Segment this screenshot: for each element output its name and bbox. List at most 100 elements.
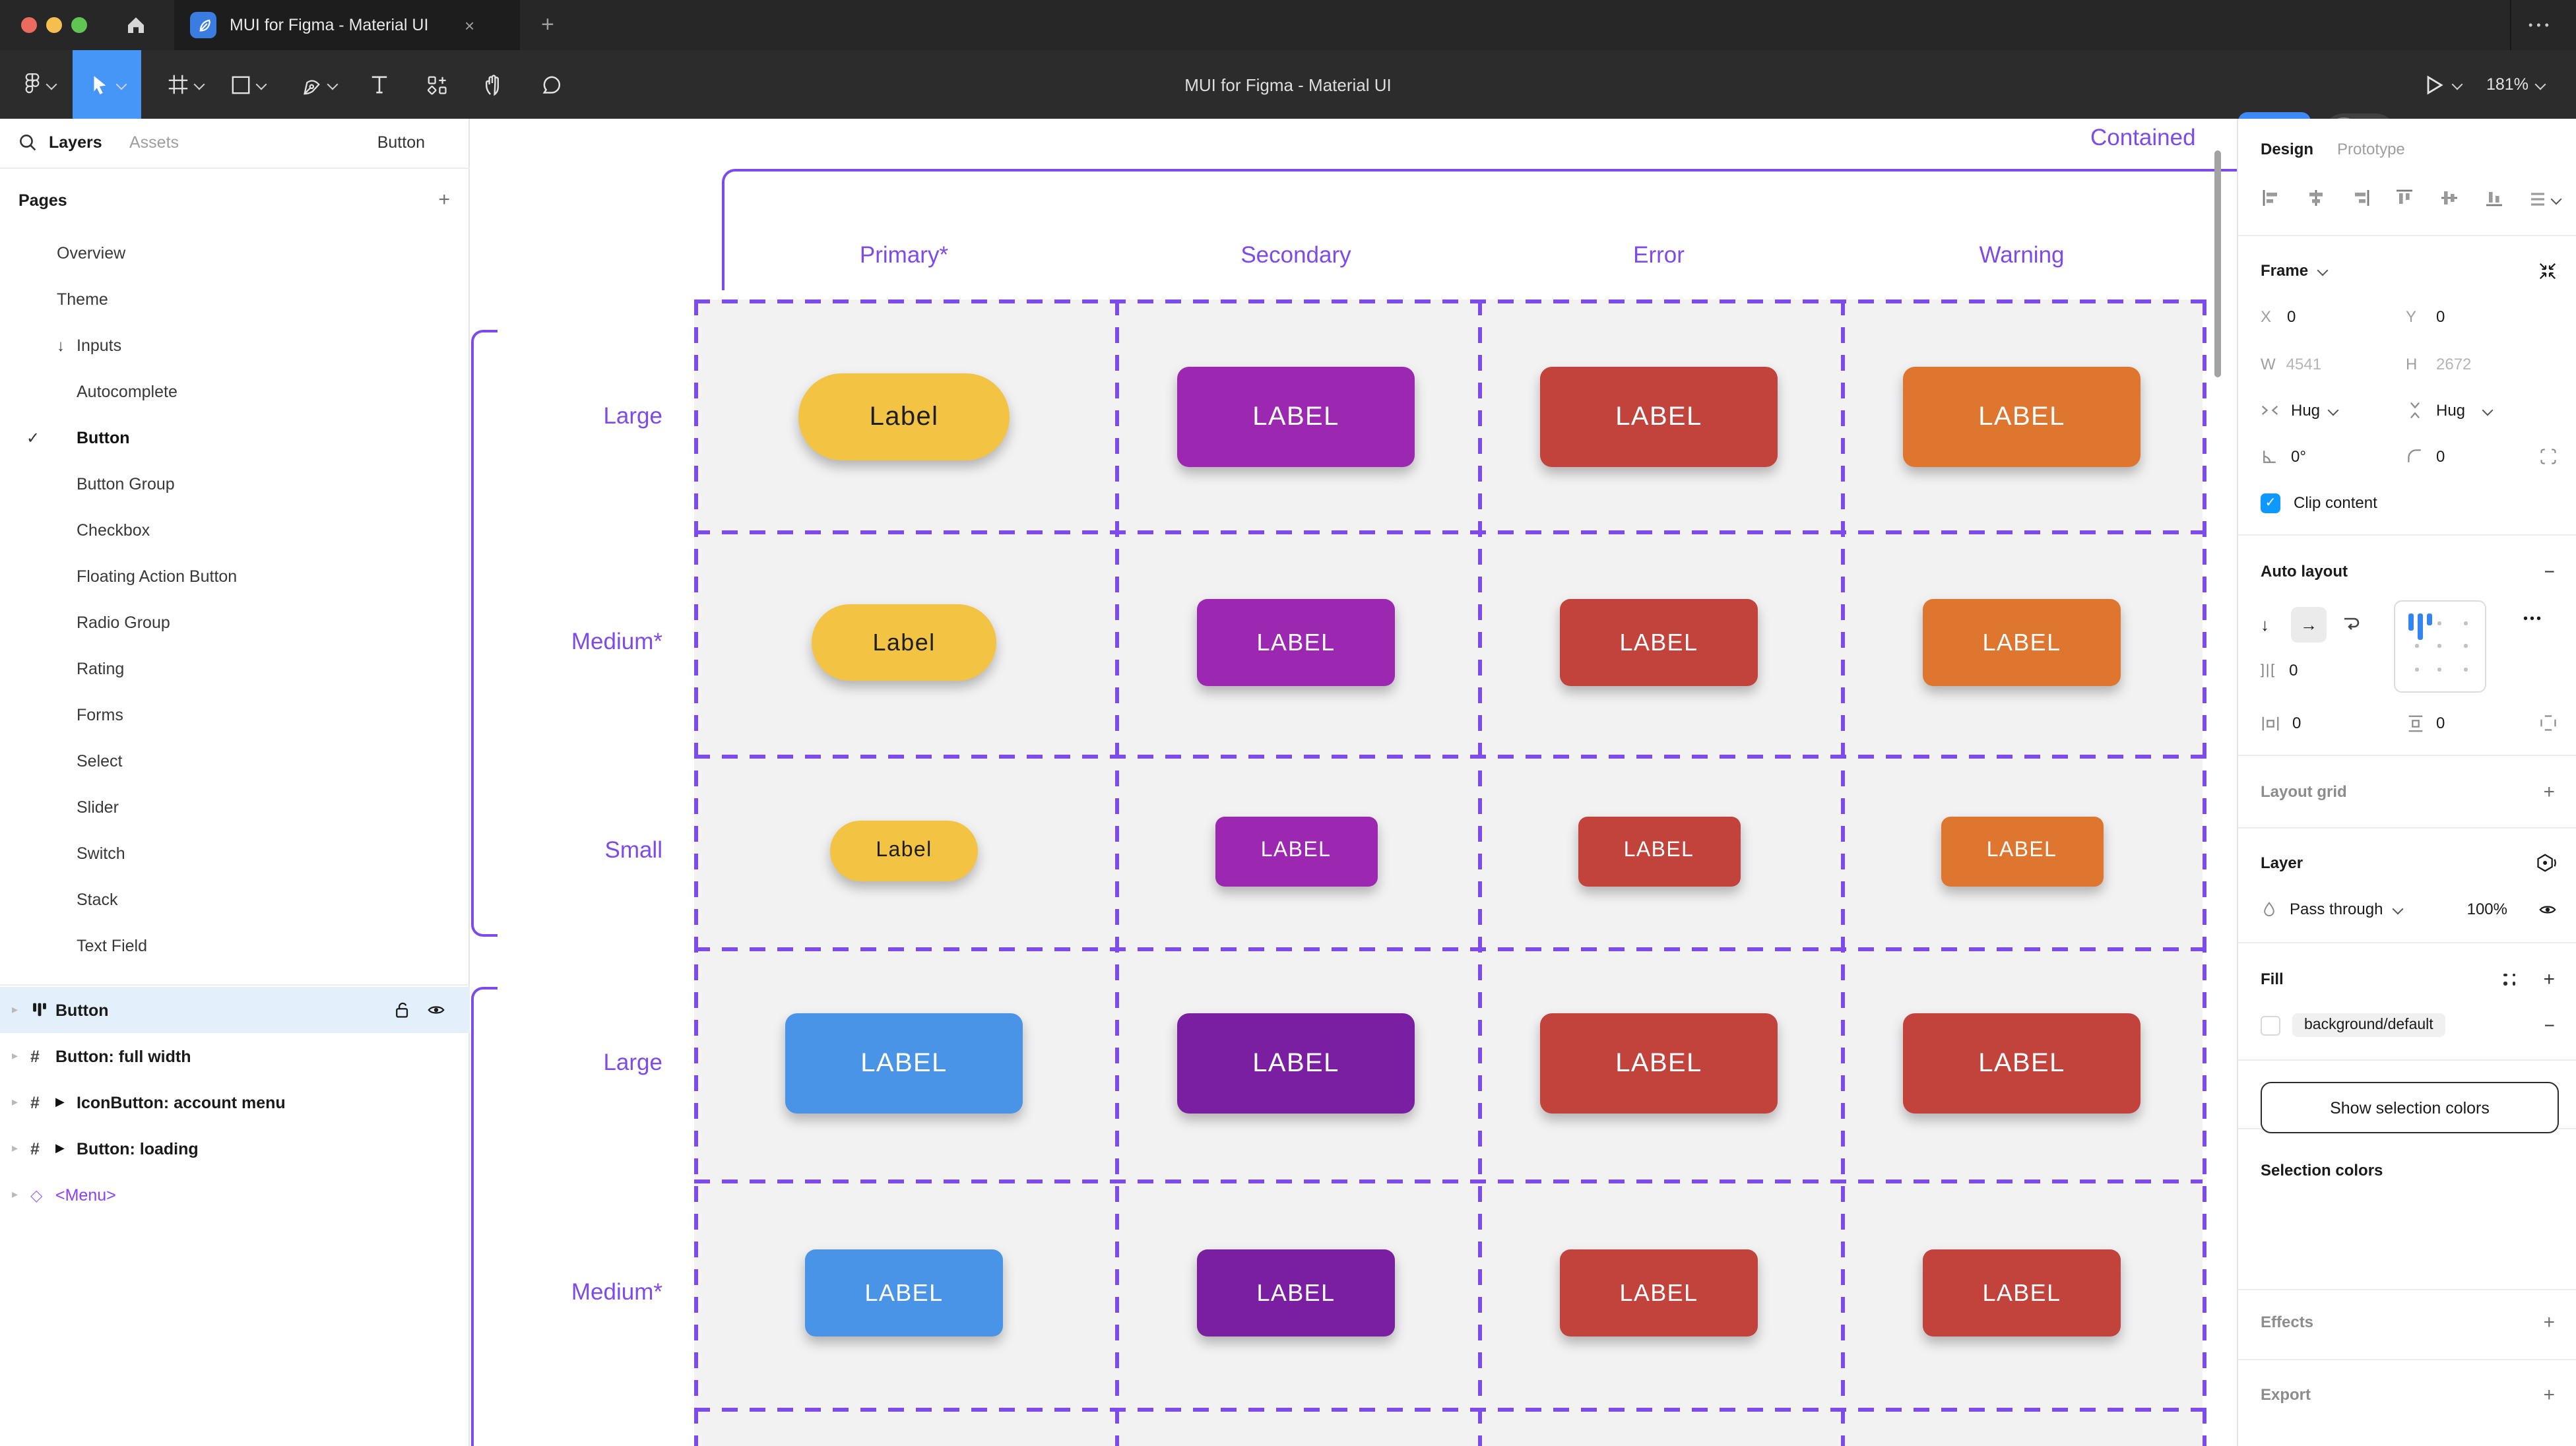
- page-item-text-field[interactable]: Text Field: [0, 924, 470, 968]
- caret-right-icon[interactable]: ▸: [12, 1187, 18, 1201]
- caret-right-icon[interactable]: ▸: [12, 1095, 18, 1108]
- align-left-icon[interactable]: [2261, 187, 2282, 212]
- canvas-button-purple-small[interactable]: LABEL: [1215, 816, 1377, 886]
- fill-styles-icon[interactable]: [2503, 973, 2515, 985]
- remove-fill-button[interactable]: −: [2544, 1015, 2555, 1036]
- frame-tool-button[interactable]: [158, 50, 211, 119]
- move-tool-button[interactable]: [73, 50, 141, 119]
- canvas-button-red-medium[interactable]: LABEL: [1923, 1249, 2121, 1336]
- page-item-slider[interactable]: Slider: [0, 785, 470, 830]
- auto-layout-alignment-grid[interactable]: [2394, 600, 2486, 693]
- align-v-center-icon[interactable]: [2439, 187, 2461, 212]
- vertical-padding-input[interactable]: 0: [2436, 714, 2445, 732]
- auto-layout-more-options[interactable]: •••: [2523, 612, 2544, 627]
- canvas-button-purple_dark-medium[interactable]: LABEL: [1197, 1249, 1395, 1336]
- canvas-button-amber-small[interactable]: Label: [830, 821, 978, 881]
- eye-icon[interactable]: [426, 1000, 446, 1024]
- zoom-menu[interactable]: 181%: [2486, 50, 2544, 119]
- canvas-button-blue-large[interactable]: LABEL: [785, 1013, 1023, 1114]
- page-item-theme[interactable]: Theme: [0, 277, 470, 322]
- frame-section-header[interactable]: Frame: [2261, 255, 2560, 286]
- page-item-floating-action-button[interactable]: Floating Action Button: [0, 554, 470, 599]
- independent-padding-icon[interactable]: [2539, 714, 2558, 732]
- opacity-input[interactable]: 100%: [2466, 900, 2507, 918]
- page-item-button-group[interactable]: Button Group: [0, 462, 470, 507]
- present-button[interactable]: [2426, 50, 2461, 119]
- page-item-forms[interactable]: Forms: [0, 693, 470, 738]
- canvas-button-red-medium[interactable]: LABEL: [1560, 1249, 1758, 1336]
- height-input[interactable]: 2672: [2436, 355, 2472, 373]
- page-item-inputs[interactable]: ↓Inputs: [0, 323, 470, 368]
- layer-row-button[interactable]: ▸ Button: [0, 987, 470, 1033]
- caret-right-icon[interactable]: ▸: [12, 1003, 18, 1016]
- caret-right-icon[interactable]: ▸: [12, 1141, 18, 1154]
- show-selection-colors-button[interactable]: Show selection colors: [2261, 1082, 2559, 1133]
- tab-layers[interactable]: Layers: [49, 133, 102, 152]
- canvas-button-amber-medium[interactable]: Label: [812, 604, 996, 681]
- align-h-center-icon[interactable]: [2305, 187, 2327, 212]
- tab-close-icon[interactable]: ×: [465, 15, 475, 35]
- window-overflow-menu[interactable]: •••: [2528, 18, 2553, 32]
- page-item-rating[interactable]: Rating: [0, 646, 470, 691]
- canvas-button-blue-medium[interactable]: LABEL: [805, 1249, 1003, 1336]
- canvas-button-amber-large[interactable]: Label: [798, 373, 1010, 460]
- page-item-select[interactable]: Select: [0, 739, 470, 784]
- layer-row-menu-instance[interactable]: ▸ ◇ <Menu>: [0, 1172, 470, 1218]
- direction-wrap-button[interactable]: [2341, 612, 2362, 637]
- canvas-button-red-large[interactable]: LABEL: [1903, 1013, 2141, 1114]
- add-effect-button[interactable]: +: [2543, 1311, 2555, 1333]
- radius-input[interactable]: 0: [2436, 447, 2445, 466]
- fill-token[interactable]: background/default: [2292, 1013, 2445, 1037]
- tab-assets[interactable]: Assets: [129, 133, 179, 152]
- width-input[interactable]: 4541: [2286, 355, 2322, 373]
- horizontal-padding-input[interactable]: 0: [2292, 714, 2302, 732]
- page-item-switch[interactable]: Switch: [0, 831, 470, 876]
- canvas-button-purple_dark-large[interactable]: LABEL: [1177, 1013, 1415, 1114]
- rotation-input[interactable]: 0°: [2291, 447, 2306, 466]
- text-tool-button[interactable]: [359, 50, 399, 119]
- resources-tool-button[interactable]: [414, 50, 459, 119]
- canvas-button-orange-large[interactable]: LABEL: [1903, 367, 2141, 467]
- layer-row-button-full-width[interactable]: ▸ # Button: full width: [0, 1033, 470, 1079]
- home-icon[interactable]: [124, 13, 148, 44]
- collapse-frame-icon[interactable]: [2538, 261, 2558, 280]
- page-item-stack[interactable]: Stack: [0, 877, 470, 922]
- page-item-autocomplete[interactable]: Autocomplete: [0, 369, 470, 414]
- hug-horizontal-select[interactable]: Hug: [2291, 401, 2321, 420]
- add-layout-grid-button[interactable]: +: [2543, 780, 2555, 803]
- independent-corners-icon[interactable]: [2539, 447, 2558, 466]
- page-item-radio-group[interactable]: Radio Group: [0, 600, 470, 645]
- caret-right-icon[interactable]: ▸: [12, 1049, 18, 1062]
- align-bottom-icon[interactable]: [2484, 187, 2505, 212]
- file-tab[interactable]: MUI for Figma - Material UI ×: [174, 0, 520, 50]
- tab-design[interactable]: Design: [2261, 140, 2314, 158]
- gap-input[interactable]: 0: [2289, 661, 2298, 679]
- canvas-button-purple-medium[interactable]: LABEL: [1197, 599, 1395, 686]
- canvas-button-red-large[interactable]: LABEL: [1540, 1013, 1778, 1114]
- canvas-button-purple-large[interactable]: LABEL: [1177, 367, 1415, 467]
- align-right-icon[interactable]: [2350, 187, 2371, 212]
- canvas-scrollbar[interactable]: [2214, 150, 2221, 377]
- blend-mode-icon[interactable]: [2535, 852, 2558, 873]
- component-selector[interactable]: Button: [377, 133, 425, 152]
- page-item-checkbox[interactable]: Checkbox: [0, 508, 470, 553]
- align-top-icon[interactable]: [2395, 187, 2416, 212]
- section-title[interactable]: Contained: [2090, 124, 2196, 150]
- pen-tool-button[interactable]: [290, 50, 346, 119]
- lock-open-icon[interactable]: [393, 1000, 412, 1024]
- layer-row-button-loading[interactable]: ▸ # ▶ Button: loading: [0, 1125, 470, 1172]
- close-window-button[interactable]: [21, 17, 37, 33]
- add-fill-button[interactable]: +: [2543, 968, 2555, 990]
- direction-horizontal-button[interactable]: →: [2291, 607, 2327, 643]
- layer-visibility-eye-icon[interactable]: [2538, 899, 2558, 919]
- page-item-button[interactable]: ✓Button: [0, 416, 470, 460]
- canvas-button-red-large[interactable]: LABEL: [1540, 367, 1778, 467]
- direction-vertical-button[interactable]: ↓: [2261, 614, 2269, 634]
- minimize-window-button[interactable]: [46, 17, 62, 33]
- clip-content-checkbox[interactable]: ✓: [2261, 493, 2280, 513]
- search-icon[interactable]: [18, 133, 37, 158]
- remove-auto-layout-button[interactable]: −: [2544, 561, 2555, 582]
- comment-tool-button[interactable]: [528, 50, 573, 119]
- fill-color-swatch[interactable]: [2261, 1015, 2280, 1035]
